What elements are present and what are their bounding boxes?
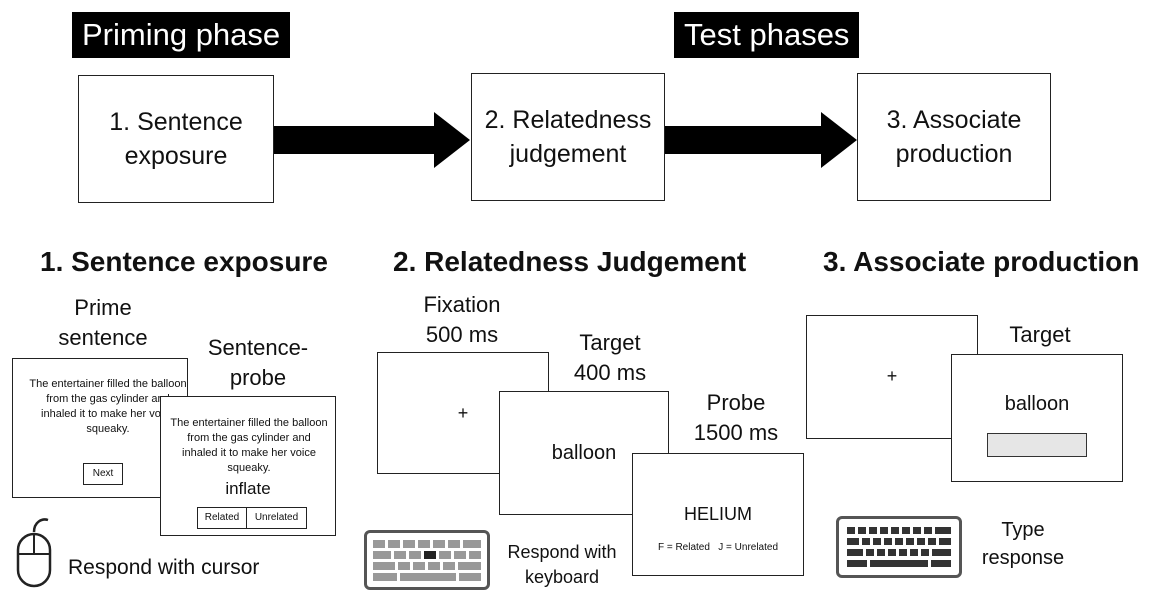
probe-caption: Probe 1500 ms (686, 388, 786, 448)
section-title-associate-production: 3. Associate production (823, 246, 1140, 277)
probe-time-caption-line2: 1500 ms (693, 420, 779, 445)
flow-box-2-line2: judgement (509, 140, 627, 168)
respond-with-cursor-text: Respond with cursor (68, 556, 260, 579)
flow-arrow-1 (274, 112, 470, 168)
probe-word: inflate (225, 479, 271, 498)
target-caption-line1: Target (579, 330, 641, 355)
section-title-sentence-exposure: 1. Sentence exposure (40, 246, 328, 277)
associate-target-caption: Target (1009, 322, 1071, 347)
mouse-icon (16, 518, 52, 588)
target-word: balloon (551, 442, 617, 464)
response-input-box[interactable] (987, 433, 1087, 457)
flow-box-2-line1: 2. Relatedness (484, 106, 652, 134)
prime-sentence-screen: The entertainer filled the balloon from … (12, 358, 188, 498)
fixation-caption: Fixation 500 ms (412, 290, 512, 350)
type-response-line2: response (981, 547, 1065, 569)
prime-caption: Prime sentence (58, 293, 148, 353)
key-mapping-text: F = Related J = Unrelated (657, 542, 779, 553)
fixation-caption-line2: 500 ms (425, 322, 499, 347)
keyboard-icon (364, 530, 490, 590)
prime-caption-line1: Prime (74, 295, 132, 320)
flow-box-3-line2: production (895, 140, 1013, 168)
probe-caption-line1: Sentence- (207, 335, 309, 360)
probe-time-caption-line1: Probe (706, 390, 766, 415)
type-response-line1: Type (1001, 519, 1045, 541)
flow-box-1-line2: exposure (124, 142, 228, 170)
flow-box-associate-production: 3. Associate production (857, 73, 1051, 201)
unrelated-button[interactable]: Unrelated (254, 512, 299, 523)
fixation-caption-line1: Fixation (423, 292, 501, 317)
flow-box-relatedness-judgement: 2. Relatedness judgement (471, 73, 665, 201)
flow-box-3-line1: 3. Associate (886, 106, 1022, 134)
prime-caption-line2: sentence (58, 325, 148, 350)
probe-target-word: HELIUM (683, 504, 752, 524)
target-caption: Target 400 ms (560, 328, 660, 388)
probe-screen: HELIUM F = Related J = Unrelated (632, 453, 804, 576)
respond-keyboard-line1: Respond with (507, 542, 617, 562)
section-title-relatedness-judgement: 2. Relatedness Judgement (393, 246, 747, 277)
associate-fixation-cross: + (886, 366, 898, 386)
respond-with-keyboard-text: Respond with keyboard (497, 540, 627, 590)
target-caption-line2: 400 ms (573, 360, 647, 385)
priming-phase-label: Priming phase (72, 12, 291, 58)
type-response-text: Type response (968, 516, 1078, 572)
sentence-probe-caption: Sentence- probe (198, 333, 318, 393)
associate-target-screen: balloon (951, 354, 1123, 482)
associate-fixation-screen: + (806, 315, 978, 439)
prime-sentence-text: The entertainer filled the balloon from … (29, 378, 187, 435)
flow-box-1-line1: 1. Sentence (109, 108, 243, 136)
sentence-probe-screen: The entertainer filled the balloon from … (160, 396, 336, 536)
test-phases-label: Test phases (674, 12, 860, 58)
associate-target-word: balloon (1004, 393, 1070, 415)
next-button[interactable]: Next (83, 463, 123, 485)
probe-sentence-text: The entertainer filled the balloon from … (170, 417, 328, 474)
flow-arrow-2 (665, 112, 857, 168)
respond-keyboard-line2: keyboard (524, 567, 600, 587)
related-button[interactable]: Related (198, 508, 247, 528)
typing-keyboard-icon (836, 516, 962, 578)
response-buttons: Related Unrelated (197, 507, 307, 529)
flow-box-sentence-exposure: 1. Sentence exposure (78, 75, 274, 203)
fixation-cross: + (457, 403, 469, 423)
probe-caption-line2: probe (229, 365, 287, 390)
